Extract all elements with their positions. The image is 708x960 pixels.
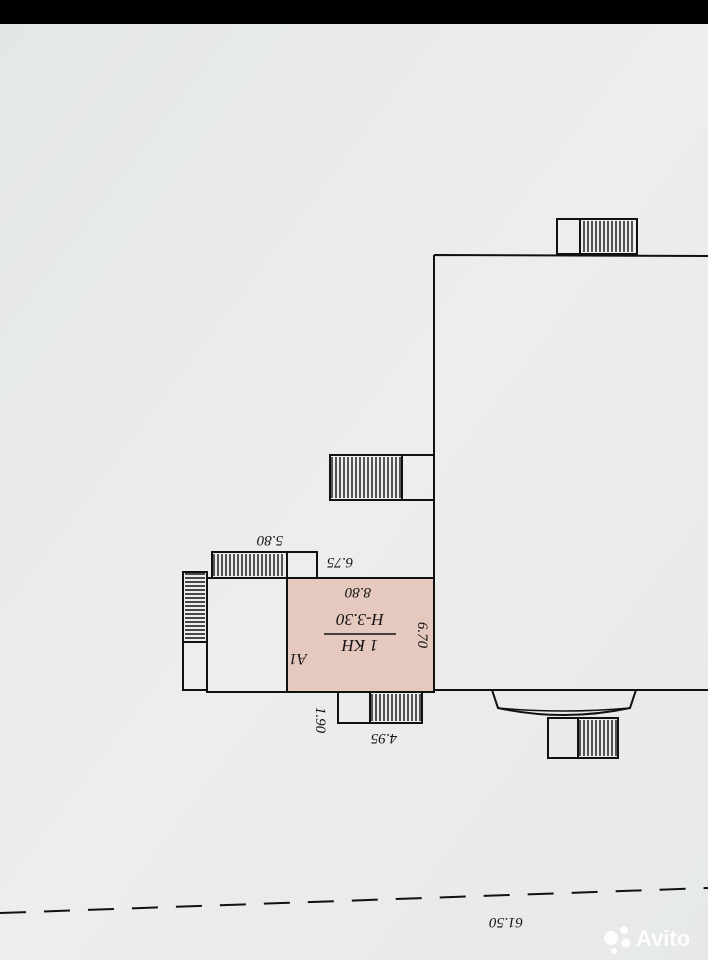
porch-left-annex [182, 571, 208, 691]
room-label-group: 1 КН Н-3.30 А1 8.80 6.75 [289, 554, 396, 667]
watermark-text: Avito [636, 926, 690, 951]
annex-room [286, 577, 435, 693]
avito-logo-icon [604, 926, 631, 954]
room-index-label: А1 [289, 650, 308, 667]
dim-top-inner: 6.75 [326, 554, 353, 570]
porch-top-annex [211, 551, 318, 579]
dim-porch-bottom-depth: 1.90 [312, 707, 328, 734]
canopy-bottom-right [491, 689, 637, 716]
porch-left-main [329, 454, 435, 501]
unit-label: 1 КН [340, 636, 378, 655]
porch-bottom-right [547, 717, 619, 759]
dim-room-width: 8.80 [344, 584, 371, 600]
dim-boundary: 61.50 [489, 914, 523, 930]
dim-room-depth: 6.70 [414, 622, 430, 649]
avito-watermark: Avito [604, 926, 690, 954]
top-black-bar [0, 0, 708, 24]
boundary-dashed-line [0, 887, 708, 914]
paper-sheet [0, 24, 708, 960]
dim-porch-top: 5.80 [256, 532, 283, 548]
height-label: Н-3.30 [336, 610, 385, 629]
canopy-inner-arc [497, 707, 631, 712]
porch-top-right [556, 218, 638, 255]
porch-bottom-annex [337, 691, 423, 724]
dim-porch-bottom-width: 4.95 [370, 730, 397, 746]
